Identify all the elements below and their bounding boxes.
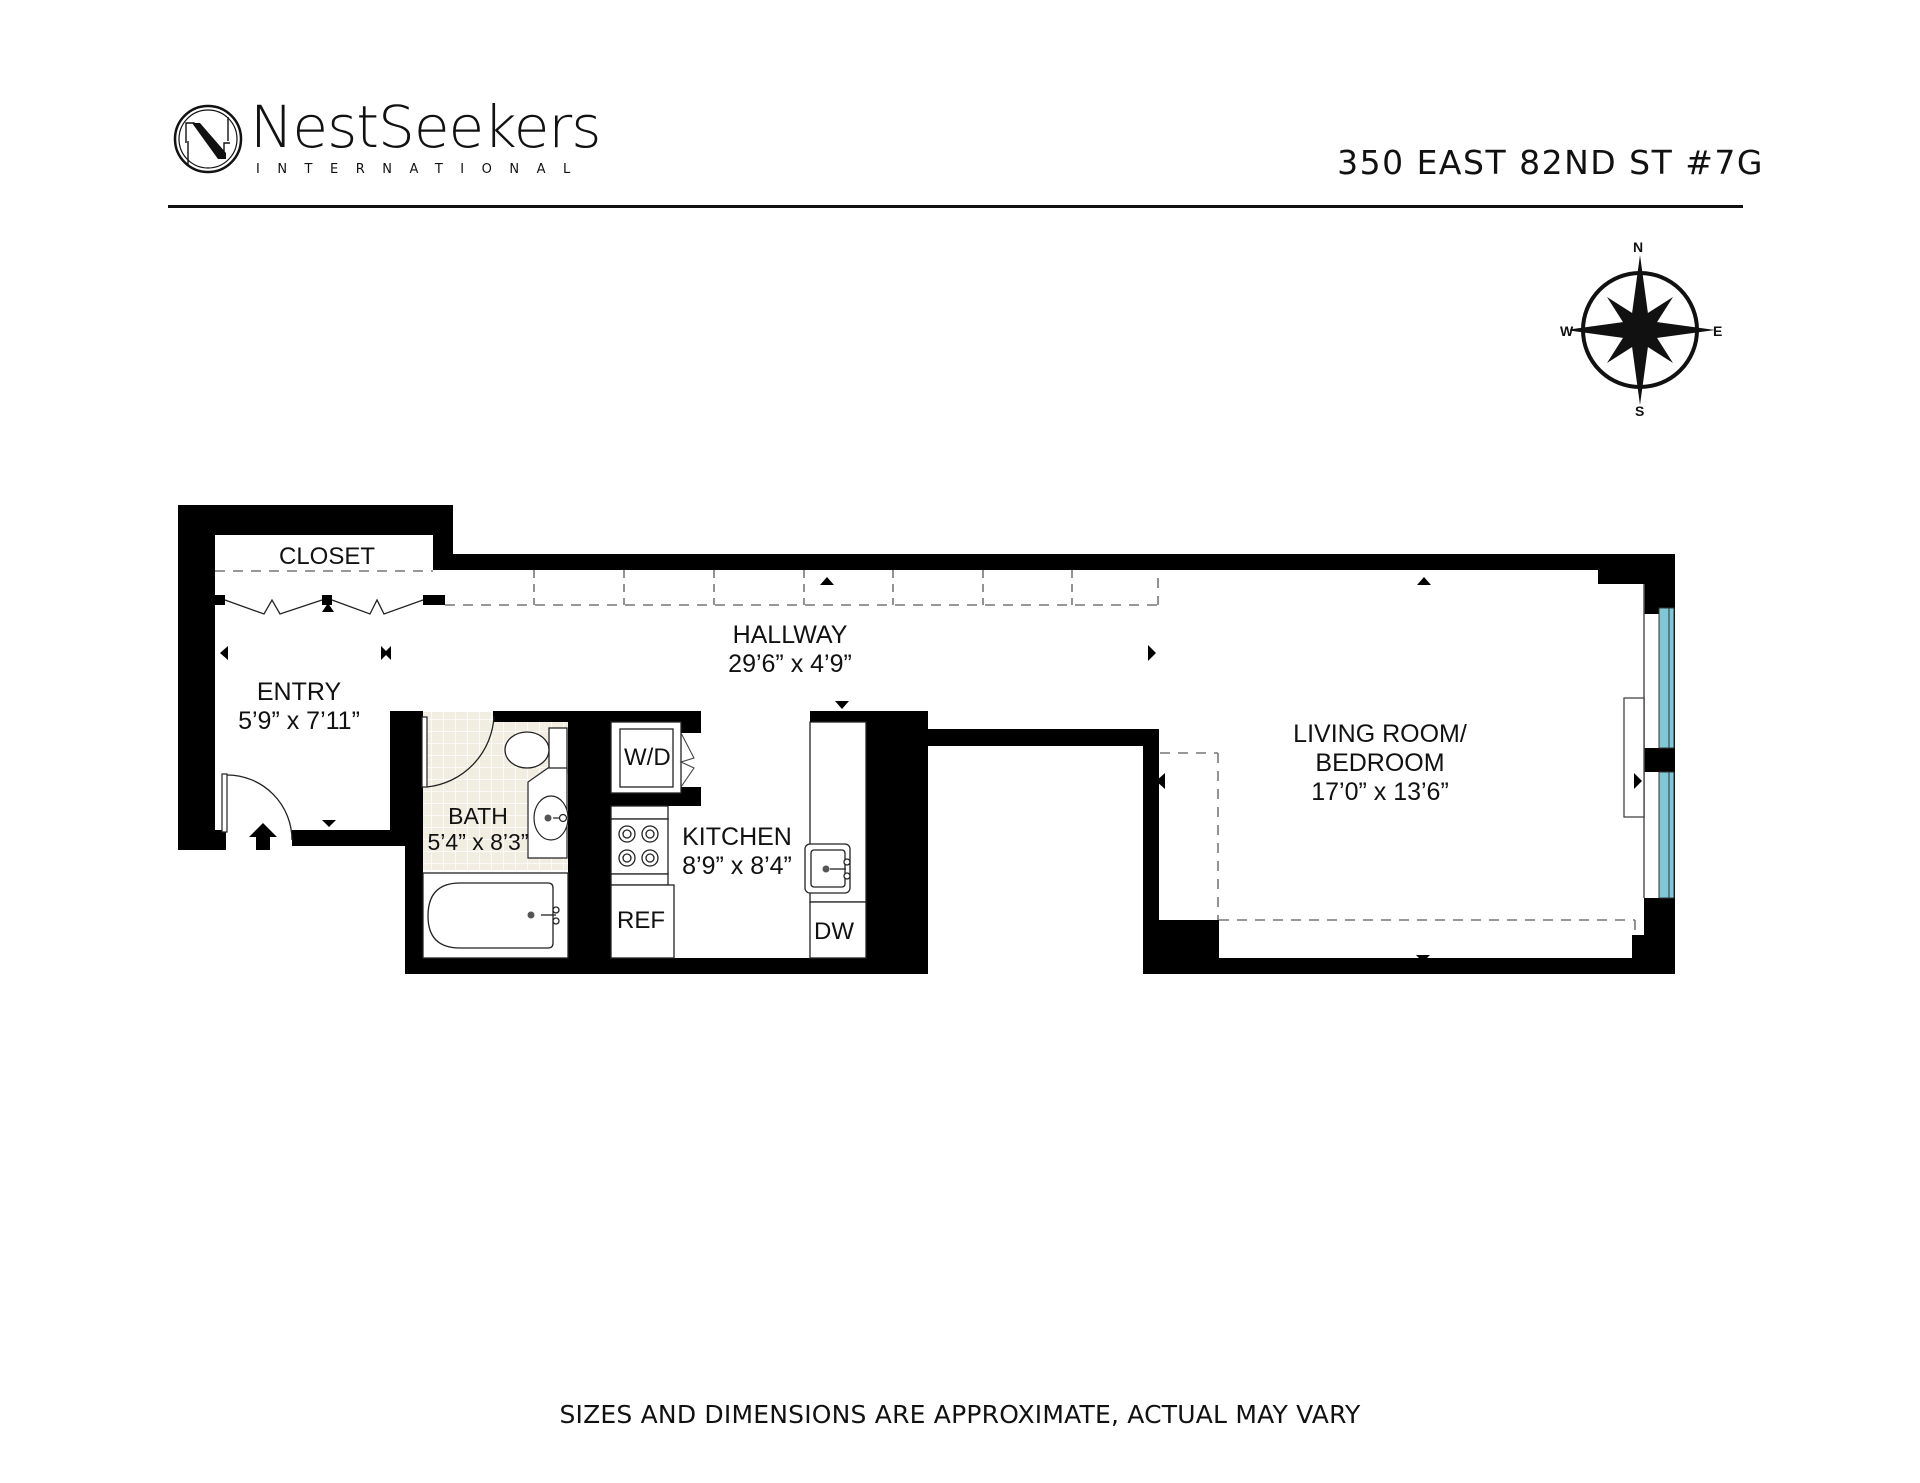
entrance-arrow-icon	[249, 823, 277, 850]
compass-north-label: N	[1633, 239, 1644, 255]
closet-bifold-doors	[224, 598, 424, 615]
hallway-label: HALLWAY 29’6” x 4’9”	[728, 621, 852, 678]
kitchen-counter	[804, 721, 867, 959]
entry-door	[221, 773, 293, 841]
compass-west-label: W	[1560, 323, 1574, 339]
dashed-guides	[215, 570, 1636, 935]
dishwasher-label: DW	[814, 918, 854, 945]
bath-door	[421, 715, 495, 788]
compass-rose-icon	[1565, 255, 1715, 405]
dimension-markers	[220, 577, 1642, 962]
property-address: 350 EAST 82ND ST #7G	[1337, 143, 1764, 182]
stove	[610, 805, 669, 886]
refrigerator	[610, 884, 675, 959]
washer-dryer-bifold-door	[679, 732, 695, 788]
living-bedroom-label: LIVING ROOM/ BEDROOM 17’0” x 13’6”	[1293, 720, 1467, 806]
compass-east-label: E	[1713, 323, 1723, 339]
radiator	[1623, 697, 1645, 818]
windows	[1643, 584, 1675, 899]
bath-vanity	[527, 767, 569, 859]
brand-logo	[172, 103, 244, 175]
bath-label: BATH 5’4” x 8’3”	[427, 803, 529, 856]
n-circle-logo-icon	[173, 104, 243, 174]
disclaimer: SIZES AND DIMENSIONS ARE APPROXIMATE, AC…	[559, 1400, 1361, 1429]
brand-subtitle: INTERNATIONAL	[256, 162, 588, 177]
washer-dryer	[610, 721, 682, 794]
compass-south-label: S	[1635, 403, 1645, 419]
compass: N S W E	[1560, 239, 1723, 419]
toilet	[504, 727, 568, 774]
refrigerator-label: REF	[617, 907, 665, 934]
closet-label: CLOSET	[278, 543, 376, 570]
brand-name: NestSeekers	[250, 93, 601, 161]
header-divider	[168, 205, 1743, 208]
bathtub	[422, 872, 569, 959]
entry-label: ENTRY 5’9” x 7’11”	[238, 678, 360, 735]
kitchen-label: KITCHEN 8’9” x 8’4”	[682, 823, 792, 880]
washer-dryer-label: W/D	[624, 744, 671, 771]
hallway-shelf-dividers	[533, 570, 1073, 605]
